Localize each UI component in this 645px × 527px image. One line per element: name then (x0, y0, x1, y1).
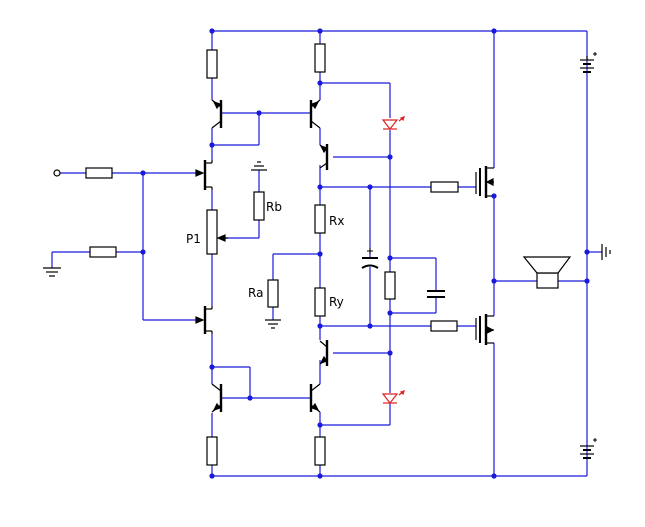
transistor-q3 (319, 144, 329, 170)
transistor-q6 (309, 383, 321, 413)
input-terminal (53, 169, 61, 177)
transistor-q2 (309, 99, 321, 129)
led-top-icon (381, 116, 405, 130)
led-bottom-icon (381, 390, 405, 404)
mosfet-output-top (475, 166, 494, 198)
label-p1: P1 (186, 232, 201, 246)
transistor-q4 (319, 340, 329, 366)
speaker-icon (522, 256, 572, 289)
label-ra: Ra (248, 286, 264, 300)
resistor-r2 (314, 43, 326, 73)
label-rx: Rx (329, 214, 345, 228)
resistor-rx (314, 204, 326, 234)
resistor-gate-bottom (430, 320, 458, 332)
label-rb: Rb (266, 200, 282, 214)
wires (51, 30, 602, 477)
resistor-ry (314, 287, 326, 317)
jfet-input-bottom (195, 306, 213, 334)
p1-wiper-arrow (216, 234, 228, 242)
resistor-input (85, 167, 113, 179)
resistor-bias (384, 271, 396, 300)
ground-symbol-ra (265, 319, 281, 329)
potentiometer-p1 (206, 209, 218, 255)
ground-symbol-rb (251, 161, 267, 171)
resistor-r4 (314, 436, 326, 466)
label-ry: Ry (329, 295, 344, 309)
transistor-q1 (211, 99, 223, 129)
resistor-ra (267, 279, 279, 308)
capacitor-bias (427, 290, 445, 298)
resistor-r3 (206, 436, 218, 466)
battery-bottom-icon (580, 438, 597, 459)
junction-dots (140, 28, 590, 479)
battery-top-icon (580, 52, 597, 73)
jfet-input-top (195, 160, 213, 190)
resistor-r1 (206, 49, 218, 79)
resistor-gate-top (430, 181, 459, 193)
capacitor-electrolytic (361, 248, 379, 269)
ground-symbol-right (601, 244, 611, 260)
resistor-feedback (89, 246, 117, 258)
transistor-q5 (211, 383, 223, 413)
mosfet-output-bottom (475, 314, 495, 345)
resistor-rb (253, 191, 265, 221)
ground-symbol-input (43, 267, 61, 277)
